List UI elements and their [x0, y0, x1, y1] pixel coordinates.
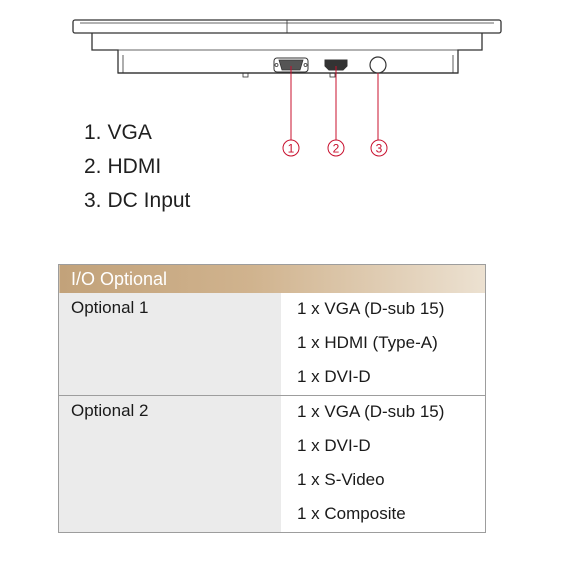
- callout-number-1: 1: [288, 142, 295, 156]
- table-row-optional-2: Optional 2 1 x VGA (D-sub 15) 1 x DVI-D …: [58, 395, 486, 533]
- callout-number-2: 2: [333, 142, 340, 156]
- row-label: Optional 1: [58, 293, 281, 396]
- panel-bottom-view-diagram: 1 2 3: [72, 19, 502, 157]
- legend-item-vga: 1.VGA: [84, 121, 152, 144]
- legend-item-hdmi: 2.HDMI: [84, 155, 162, 178]
- value-line: 1 x VGA (D-sub 15): [297, 299, 445, 318]
- value-line: 1 x DVI-D: [297, 367, 371, 386]
- value-line: 1 x VGA (D-sub 15): [297, 402, 445, 421]
- row-values: 1 x VGA (D-sub 15) 1 x DVI-D 1 x S-Video…: [281, 395, 486, 533]
- table-row-optional-1: Optional 1 1 x VGA (D-sub 15) 1 x HDMI (…: [58, 293, 486, 396]
- hdmi-port-icon: [324, 59, 348, 71]
- value-line: 1 x DVI-D: [297, 436, 371, 455]
- value-line: 1 x HDMI (Type-A): [297, 333, 438, 352]
- legend-item-dc-input: 3.DC Input: [84, 189, 191, 212]
- value-line: 1 x Composite: [297, 504, 406, 523]
- value-line: 1 x S-Video: [297, 470, 385, 489]
- table-header: I/O Optional: [58, 264, 486, 293]
- callout-number-3: 3: [376, 142, 383, 156]
- vga-port-icon: [273, 57, 309, 73]
- callout-circle-3: [370, 139, 388, 157]
- row-label: Optional 2: [58, 395, 281, 533]
- dc-input-icon: [369, 56, 387, 74]
- callout-circle-2: [327, 139, 345, 157]
- port-legend: 1.VGA 2.HDMI 3.DC Input: [84, 116, 190, 218]
- callout-circle-1: [282, 139, 300, 157]
- row-values: 1 x VGA (D-sub 15) 1 x HDMI (Type-A) 1 x…: [281, 293, 486, 396]
- io-optional-table: I/O Optional Optional 1 1 x VGA (D-sub 1…: [58, 264, 486, 533]
